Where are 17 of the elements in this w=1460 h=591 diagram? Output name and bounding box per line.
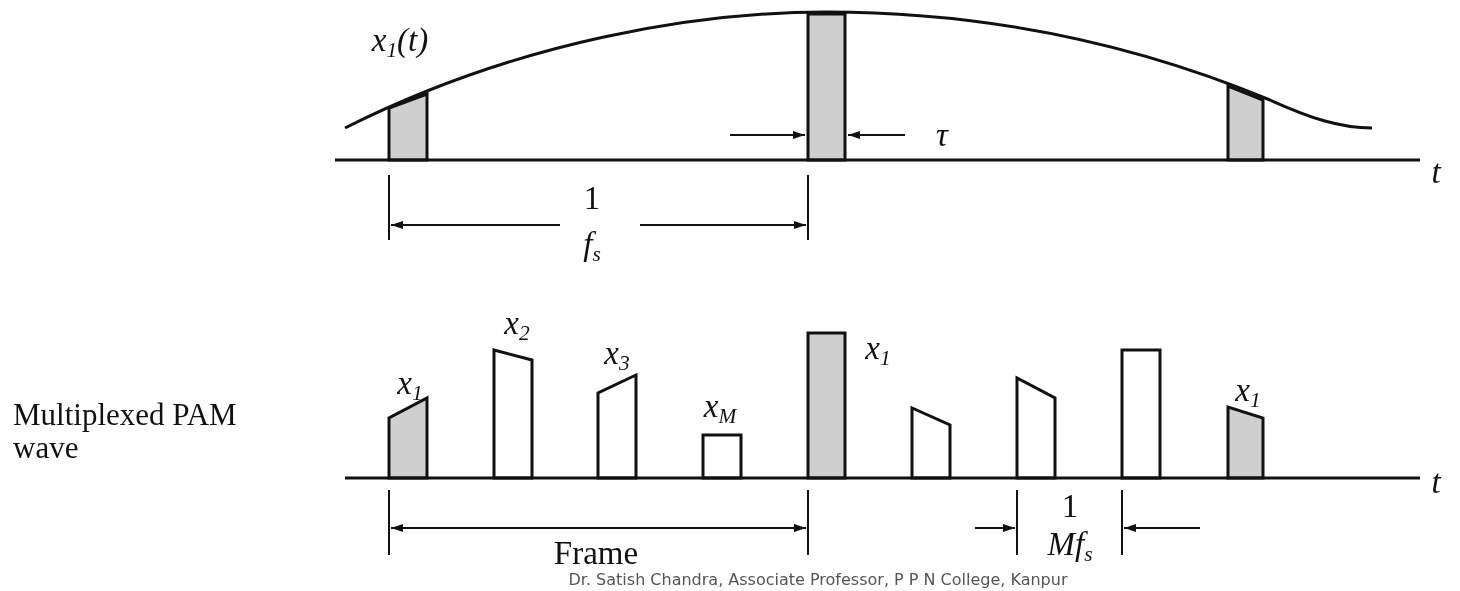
fraction-denominator: f$_{s}$ [583,226,601,266]
tau-label: τ [936,117,948,153]
dimension-label: Frame [553,535,639,571]
sample-label: x$_{1}$ [1235,372,1261,412]
sample-label: x$_{1}$ [397,365,423,405]
sample-label: x$_{1}$ [865,330,891,370]
sample-label: x$_{2}$ [504,305,530,345]
sample-label: x$_{3}$ [604,335,630,375]
time-axis-label: t [1431,464,1441,500]
footer-note: Dr. Satish Chandra, Associate Professor, P P N College, Kanpur [568,571,1068,589]
time-axis-label: t [1431,154,1441,190]
fraction-numerator: 1 [1061,488,1079,524]
fraction-denominator: Mf$_{s}$ [1047,526,1093,566]
sample-label: x$_{M}$ [703,388,737,428]
signal-label: x$_{1}$(t) [371,22,429,62]
wave-title: Multiplexed PAM wave [13,399,238,465]
fraction-numerator: 1 [583,180,601,216]
